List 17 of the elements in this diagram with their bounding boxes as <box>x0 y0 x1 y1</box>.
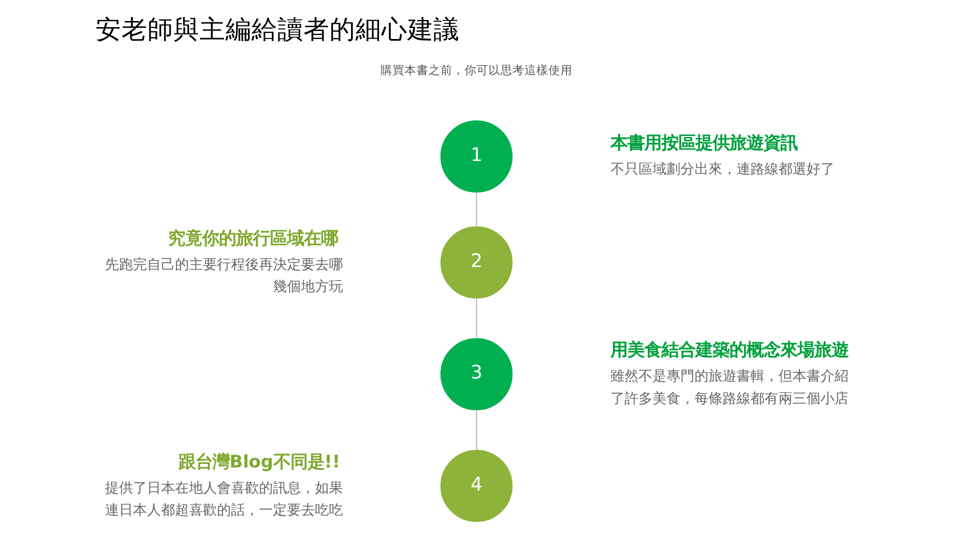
node-label: 雖然不是專門的旅遊書輯，但本書介紹了許多美食，每條路線都有兩三個小店 <box>610 368 848 407</box>
node-circle: 1 <box>440 120 513 193</box>
connector <box>476 298 478 339</box>
node-label: 用美食結合建築的概念來場旅遊 <box>610 340 848 361</box>
node-label: 究竟你的旅行區域在哪 <box>168 228 338 249</box>
node-circle: 4 <box>440 450 513 522</box>
node-circle: 3 <box>440 338 513 410</box>
diagram-title: 安老師與主編給讀者的細心建議 <box>95 14 460 45</box>
node-label: 提供了日本在地人會喜歡的訊息，如果連日本人都超喜歡的話，一定要去吃吃 <box>105 480 344 519</box>
connector <box>476 192 478 227</box>
label: 購買本書之前，你可以思考這樣使用 <box>380 62 573 77</box>
node-circle: 2 <box>440 226 513 299</box>
node-label: 本書用按區提供旅遊資訊 <box>610 133 798 154</box>
node-label: 不只區域劃分出來，連路線都選好了 <box>610 162 834 178</box>
connector <box>476 410 478 450</box>
node-label: 跟台灣Blog不同是!! <box>178 452 340 472</box>
node-label: 先跑完自己的主要行程後再決定要去哪幾個地方玩 <box>105 256 344 296</box>
